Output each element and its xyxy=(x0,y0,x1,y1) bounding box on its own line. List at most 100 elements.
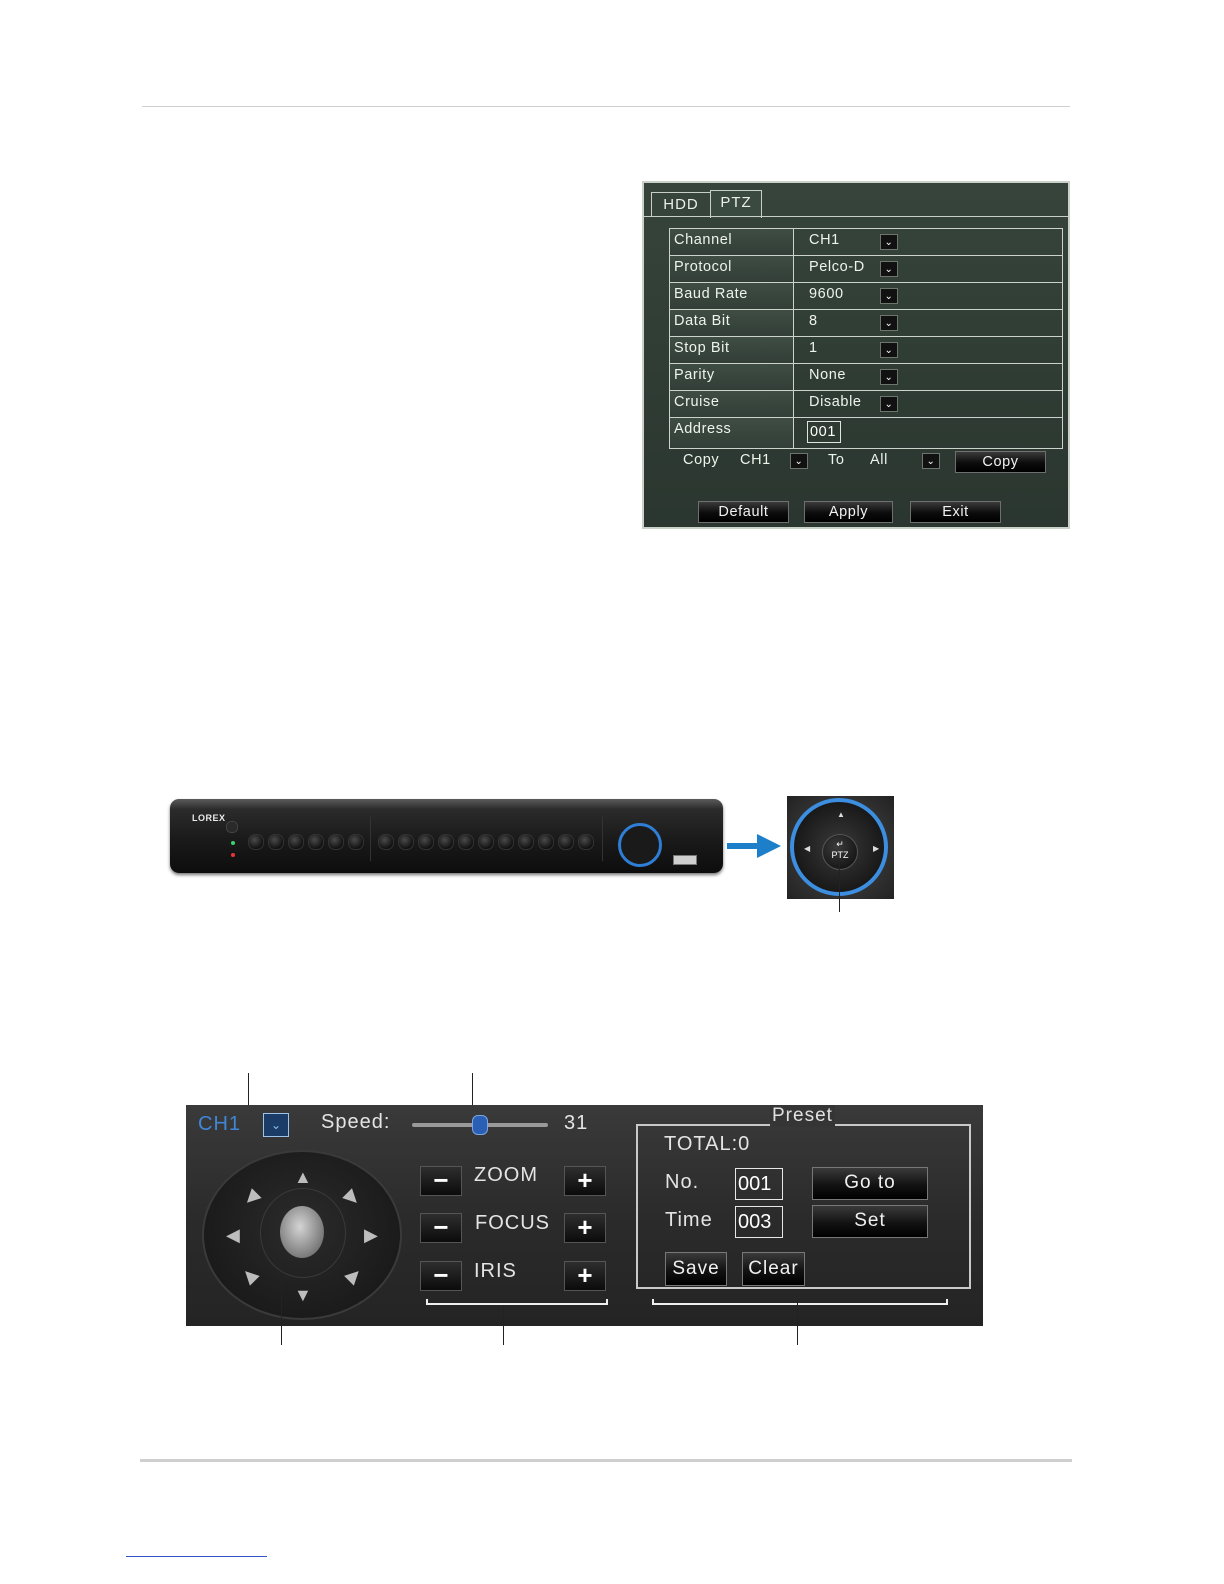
row-address: Address 001 xyxy=(670,418,1062,448)
channel-button[interactable] xyxy=(538,834,554,850)
ptz-button-closeup: ▲ ◀ ▶ ↵PTZ xyxy=(787,796,894,899)
left-arrow-icon[interactable]: ◀ xyxy=(226,1225,240,1245)
preset-title: Preset xyxy=(770,1105,835,1127)
preset-total: TOTAL:0 xyxy=(664,1133,751,1155)
channel-button[interactable] xyxy=(578,834,594,850)
ptz-navigation-ring[interactable] xyxy=(618,823,662,867)
baud-rate-label: Baud Rate xyxy=(670,283,794,309)
preset-controls-bracket xyxy=(652,1299,948,1305)
focus-label: FOCUS xyxy=(475,1212,550,1234)
iris-label: IRIS xyxy=(474,1260,517,1282)
iris-open-button[interactable]: + xyxy=(564,1261,606,1291)
footer-rule xyxy=(140,1459,1072,1462)
chevron-down-icon[interactable]: ⌄ xyxy=(880,342,898,358)
pad-center-button[interactable] xyxy=(280,1206,324,1258)
right-arrow-icon[interactable]: ▶ xyxy=(364,1225,378,1245)
channel-button[interactable] xyxy=(418,834,434,850)
parity-select[interactable]: None ⌄ xyxy=(794,364,1062,390)
address-input[interactable]: 001 xyxy=(807,421,841,443)
zoom-in-button[interactable]: + xyxy=(564,1166,606,1196)
chevron-down-icon[interactable]: ⌄ xyxy=(880,369,898,385)
front-button[interactable] xyxy=(328,834,344,850)
front-button[interactable] xyxy=(288,834,304,850)
data-bit-value: 8 xyxy=(809,313,818,329)
row-channel: Channel CH1⌄ xyxy=(670,229,1062,256)
baud-rate-select[interactable]: 9600 ⌄ xyxy=(794,283,1062,309)
enter-icon: ↵ xyxy=(836,839,844,849)
chevron-down-icon[interactable]: ⌄ xyxy=(880,234,898,250)
cruise-select[interactable]: Disable⌄ xyxy=(794,391,1062,417)
chevron-down-icon[interactable]: ⌄ xyxy=(790,453,808,469)
front-button[interactable] xyxy=(308,834,324,850)
channel-button[interactable] xyxy=(478,834,494,850)
exit-button[interactable]: Exit xyxy=(910,501,1001,523)
callout-line xyxy=(797,1300,798,1345)
default-button[interactable]: Default xyxy=(698,501,789,523)
chevron-down-icon[interactable]: ⌄ xyxy=(880,261,898,277)
speed-slider-thumb[interactable] xyxy=(472,1115,488,1135)
channel-button[interactable] xyxy=(438,834,454,850)
row-protocol: Protocol Pelco-D⌄ xyxy=(670,256,1062,283)
protocol-value: Pelco-D xyxy=(809,259,865,275)
tab-divider xyxy=(644,216,1068,217)
right-arrow-icon: ▶ xyxy=(873,844,880,853)
callout-line xyxy=(503,1305,504,1345)
channel-button[interactable] xyxy=(558,834,574,850)
goto-button[interactable]: Go to xyxy=(812,1167,928,1200)
chevron-down-icon[interactable]: ⌄ xyxy=(922,453,940,469)
chevron-down-icon[interactable]: ⌄ xyxy=(880,288,898,304)
channel-button[interactable] xyxy=(518,834,534,850)
zoom-label: ZOOM xyxy=(474,1164,538,1186)
tab-ptz[interactable]: PTZ xyxy=(710,190,762,218)
direction-pad[interactable]: ▲ ▼ ◀ ▶ ◀ ▶ ◀ ▶ xyxy=(202,1150,402,1320)
parity-value: None xyxy=(809,367,847,383)
copy-button[interactable]: Copy xyxy=(955,451,1046,473)
front-button[interactable] xyxy=(268,834,284,850)
chevron-down-icon[interactable]: ⌄ xyxy=(880,315,898,331)
panel-divider xyxy=(370,817,371,861)
down-right-arrow-icon[interactable]: ▶ xyxy=(340,1263,365,1287)
power-led xyxy=(231,841,235,845)
row-stop-bit: Stop Bit 1⌄ xyxy=(670,337,1062,364)
speed-label: Speed: xyxy=(321,1111,391,1133)
stop-bit-select[interactable]: 1⌄ xyxy=(794,337,1062,363)
tab-hdd[interactable]: HDD xyxy=(651,192,711,217)
ptz-settings-screenshot: HDD PTZ Channel CH1⌄ Protocol Pelco-D⌄ B… xyxy=(642,181,1070,529)
up-left-arrow-icon[interactable]: ◀ xyxy=(238,1185,263,1209)
ptz-button[interactable]: ↵PTZ xyxy=(822,834,858,870)
channel-select[interactable]: CH1⌄ xyxy=(794,229,1062,255)
channel-button[interactable] xyxy=(398,834,414,850)
chevron-down-icon[interactable]: ⌄ xyxy=(880,396,898,412)
down-arrow-icon[interactable]: ▼ xyxy=(294,1285,312,1305)
header-rule xyxy=(142,106,1070,107)
channel-button[interactable] xyxy=(378,834,394,850)
up-right-arrow-icon[interactable]: ▶ xyxy=(340,1185,365,1209)
preset-time-input[interactable]: 003 xyxy=(735,1206,783,1238)
speed-value: 31 xyxy=(564,1112,589,1134)
copy-label: Copy xyxy=(683,452,720,468)
protocol-select[interactable]: Pelco-D ⌄ xyxy=(794,256,1062,282)
row-data-bit: Data Bit 8⌄ xyxy=(670,310,1062,337)
front-button[interactable] xyxy=(248,834,264,850)
footer-link-underline xyxy=(126,1556,267,1557)
apply-button[interactable]: Apply xyxy=(804,501,893,523)
channel-button[interactable] xyxy=(458,834,474,850)
iris-close-button[interactable]: − xyxy=(420,1261,462,1291)
focus-in-button[interactable]: + xyxy=(564,1213,606,1243)
preset-no-input[interactable]: 001 xyxy=(735,1168,783,1200)
data-bit-select[interactable]: 8⌄ xyxy=(794,310,1062,336)
focus-out-button[interactable]: − xyxy=(420,1213,462,1243)
baud-rate-value: 9600 xyxy=(809,286,844,302)
down-left-arrow-icon[interactable]: ◀ xyxy=(238,1263,263,1287)
panel-divider xyxy=(602,817,603,861)
set-button[interactable]: Set xyxy=(812,1205,928,1238)
menu-button[interactable] xyxy=(348,834,364,850)
row-parity: Parity None⌄ xyxy=(670,364,1062,391)
zoom-out-button[interactable]: − xyxy=(420,1166,462,1196)
channel-button[interactable] xyxy=(498,834,514,850)
hdd-led xyxy=(231,853,235,857)
save-button[interactable]: Save xyxy=(665,1252,727,1286)
up-arrow-icon[interactable]: ▲ xyxy=(294,1167,312,1187)
clear-button[interactable]: Clear xyxy=(742,1252,805,1286)
chevron-down-icon[interactable]: ⌄ xyxy=(263,1113,289,1137)
